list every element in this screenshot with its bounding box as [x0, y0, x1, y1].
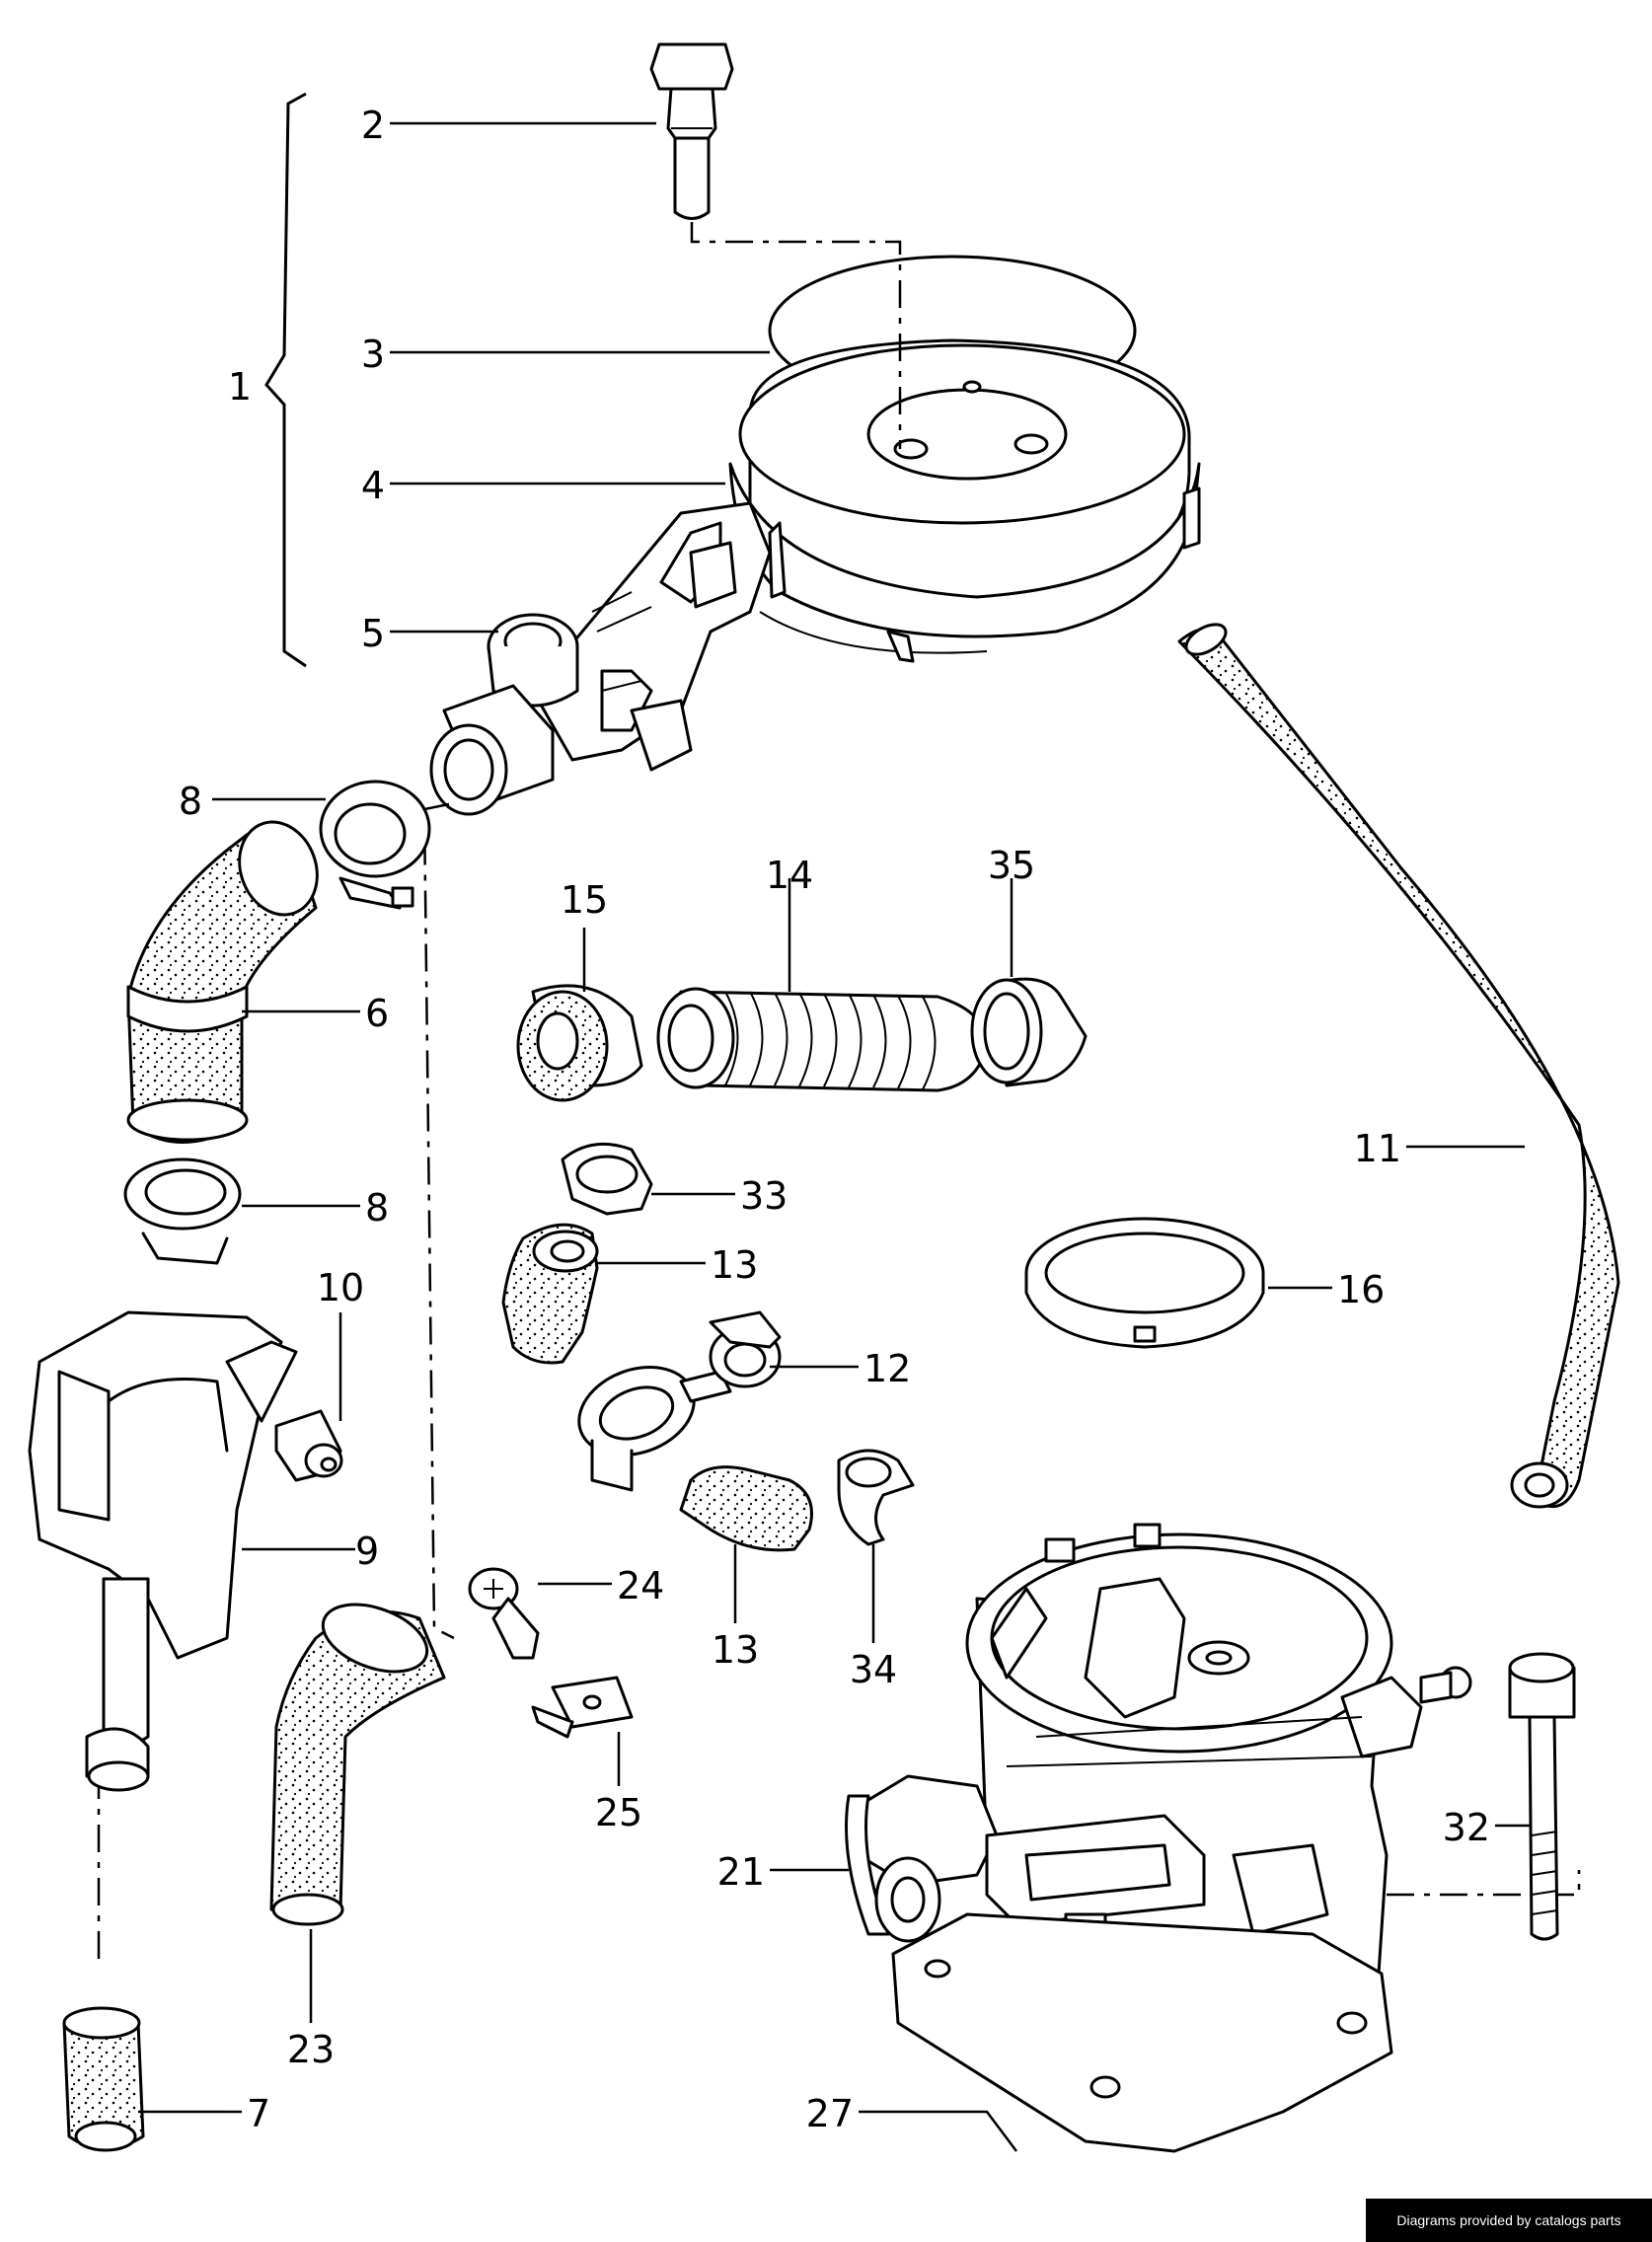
screw-part-24	[468, 1567, 540, 1660]
bolt-part-2	[649, 42, 734, 220]
hose-clamp-part-8-lower	[123, 1158, 242, 1265]
callout-1: 1	[228, 365, 252, 409]
hose-clamp-part-8-upper	[319, 780, 431, 910]
callout-labels: 1 2 3 4 5 8 6 8 10 9 7 23 24 25 15 14 35…	[179, 104, 1490, 2135]
callout-2: 2	[361, 104, 385, 147]
callout-4: 4	[361, 464, 385, 507]
sleeve-part-35	[970, 977, 1088, 1087]
bolt-part-32	[1508, 1652, 1576, 1941]
diagram-credit-banner: Diagrams provided by catalogs parts	[1366, 2199, 1652, 2242]
assembly-lines	[97, 222, 1581, 1964]
clip-part-25	[531, 1676, 634, 1739]
callout-25: 25	[595, 1791, 642, 1834]
callout-13-lower: 13	[712, 1628, 759, 1672]
corrugated-hose-part-14	[656, 987, 989, 1092]
callout-27: 27	[806, 2092, 854, 2135]
callout-12: 12	[864, 1347, 911, 1390]
callout-15: 15	[561, 878, 608, 922]
callout-5: 5	[361, 612, 385, 655]
grommet-part-15	[516, 984, 643, 1102]
base-flange-part-27	[891, 1912, 1393, 2153]
callout-24: 24	[617, 1564, 664, 1607]
callout-3: 3	[361, 333, 385, 376]
callout-13-upper: 13	[711, 1243, 758, 1287]
callout-16: 16	[1337, 1268, 1385, 1311]
leader-lines	[138, 121, 1530, 2152]
clip-part-34	[837, 1449, 915, 1546]
clip-part-33	[561, 1142, 653, 1216]
elbow-hose-part-23	[269, 1603, 446, 1926]
callout-33: 33	[740, 1174, 788, 1218]
callout-9: 9	[355, 1530, 379, 1573]
callout-6: 6	[365, 992, 389, 1035]
ring-part-16	[1024, 1217, 1265, 1349]
callout-11: 11	[1354, 1127, 1401, 1170]
hose-part-7	[62, 2006, 145, 2152]
long-hose-part-11	[1177, 623, 1620, 1509]
callout-23: 23	[287, 2028, 335, 2071]
assembly-bracket	[264, 92, 307, 668]
callout-34: 34	[850, 1648, 897, 1691]
callout-7: 7	[247, 2092, 270, 2135]
housing-part-9	[28, 1310, 298, 1792]
callout-21: 21	[717, 1850, 765, 1894]
elbow-hose-part-6	[126, 820, 319, 1144]
air-filter-housing-part-3-4	[728, 255, 1201, 663]
callout-10: 10	[317, 1266, 364, 1309]
callout-8-upper: 8	[179, 780, 202, 823]
double-clamp-part-12	[577, 1310, 782, 1492]
nipple-part-10	[274, 1409, 343, 1482]
callout-8-lower: 8	[365, 1186, 389, 1230]
callout-35: 35	[988, 844, 1035, 887]
callout-14: 14	[766, 854, 813, 897]
elbow-hose-part-13-upper	[501, 1223, 599, 1365]
callout-32: 32	[1443, 1806, 1490, 1849]
hose-part-13-lower	[679, 1465, 813, 1552]
intake-elbow-part-5	[429, 501, 772, 816]
